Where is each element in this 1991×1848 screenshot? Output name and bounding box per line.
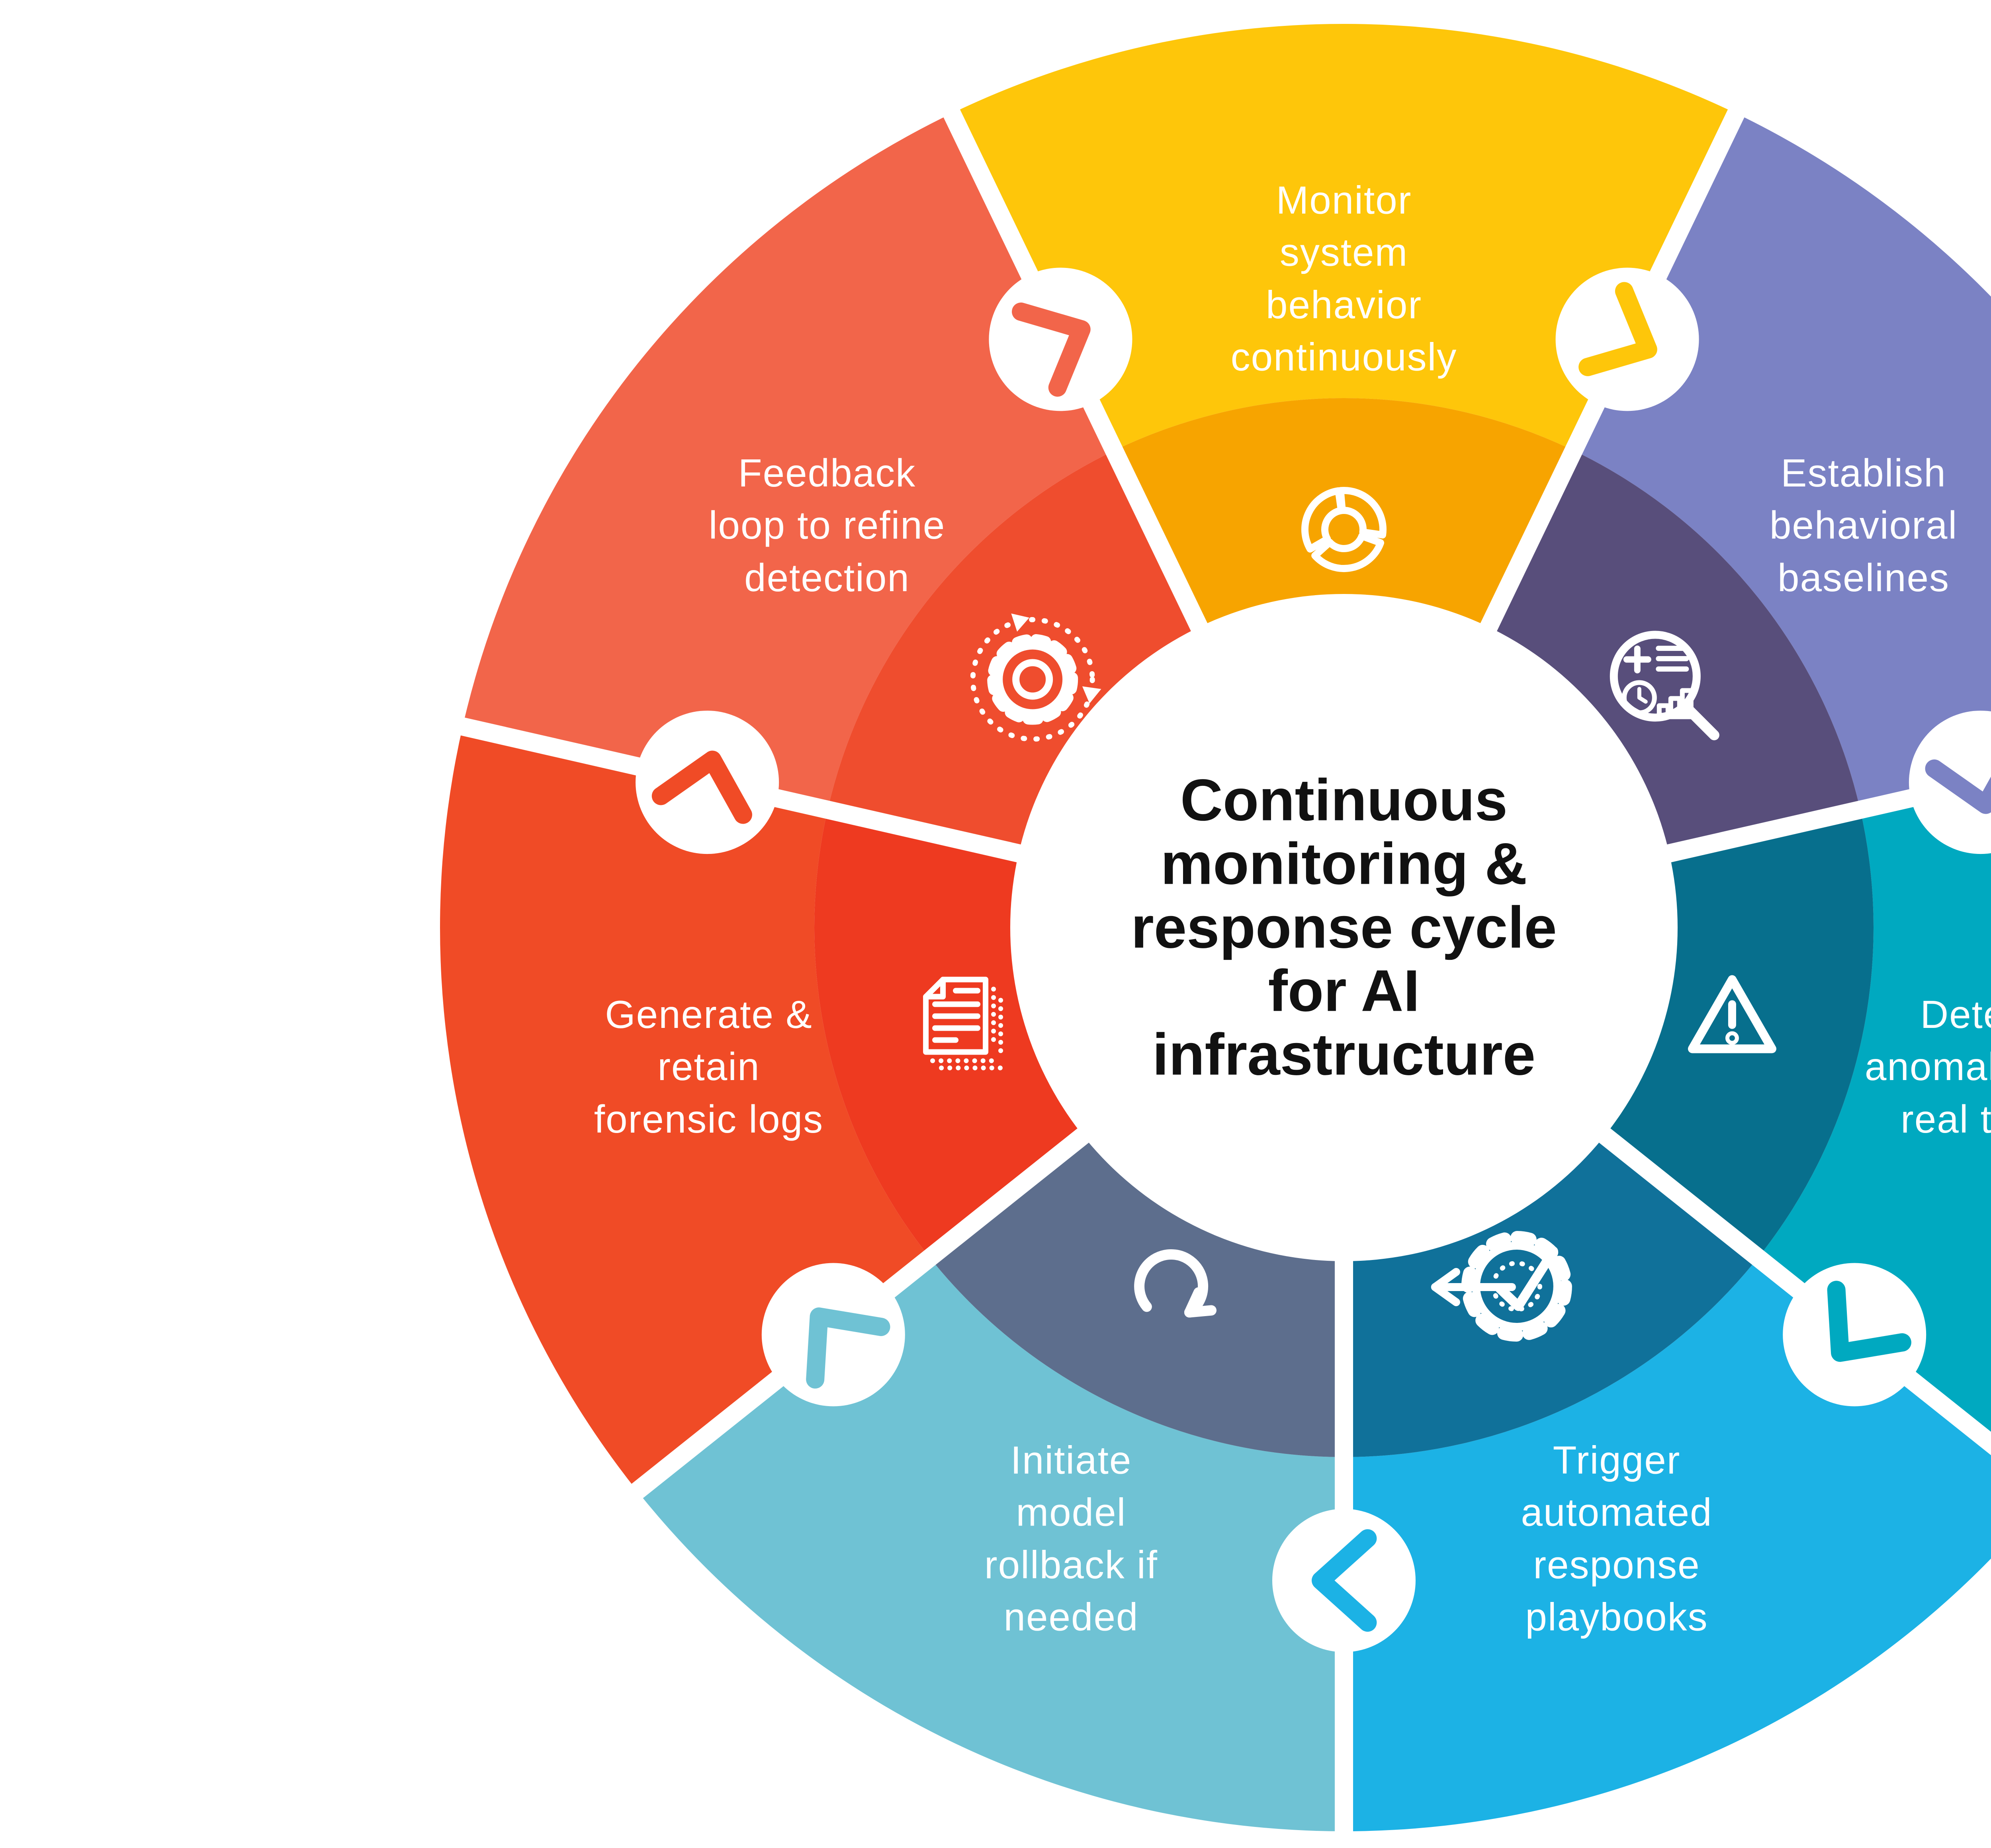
chevron-icon <box>806 1307 890 1389</box>
gear-check-arrow-icon <box>1431 1231 1572 1342</box>
segment-monitor-outer-arc <box>952 24 1736 451</box>
segment-label-establish: Establish behavioral baselines <box>1769 451 1958 600</box>
chevron-icon <box>1925 759 1991 814</box>
segment-label-initiate: Initiate model rollback if needed <box>984 1438 1158 1639</box>
marker-circle <box>761 1263 905 1407</box>
center-circle <box>1010 594 1678 1261</box>
marker-circle <box>1272 1509 1416 1652</box>
segment-label-feedback: Feedback loop to refine detection <box>708 451 946 600</box>
chevron-icon <box>1012 302 1091 397</box>
chevron-icon <box>1578 282 1657 376</box>
segment-label-detect: Detect anomalies in real time <box>1864 992 1991 1141</box>
segment-detect-inner-arc <box>1602 810 1874 1258</box>
marker-circle <box>636 711 779 854</box>
chevron-icon <box>1827 1281 1911 1362</box>
donut-chart-icon <box>1301 487 1387 572</box>
gear-refresh-icon <box>970 613 1101 742</box>
segment-label-generate: Generate & retain forensic logs <box>594 992 824 1141</box>
segment-feedback-outer-arc <box>462 113 1114 810</box>
magnifier-analytics-icon <box>1610 631 1719 740</box>
segment-generate-inner-arc <box>814 810 1086 1258</box>
center-title: Continuous monitoring & response cycle f… <box>1131 767 1557 1088</box>
document-logs-icon <box>923 977 1003 1071</box>
segment-trigger-inner-arc <box>1344 1133 1758 1457</box>
marker-circle <box>1783 1263 1926 1407</box>
segment-establish-inner-arc <box>1487 450 1860 854</box>
segment-label-trigger: Trigger automated response playbooks <box>1521 1438 1713 1639</box>
warning-triangle-icon <box>1688 975 1776 1053</box>
segment-monitor-inner-arc <box>1114 398 1574 630</box>
segment-establish-outer-arc <box>1574 113 1991 810</box>
chevron-icon <box>651 750 752 824</box>
rotate-arrow-icon <box>1134 1249 1217 1318</box>
segment-label-monitor: Monitor system behavior continuously <box>1230 178 1457 379</box>
chevron-icon <box>1312 1529 1377 1632</box>
